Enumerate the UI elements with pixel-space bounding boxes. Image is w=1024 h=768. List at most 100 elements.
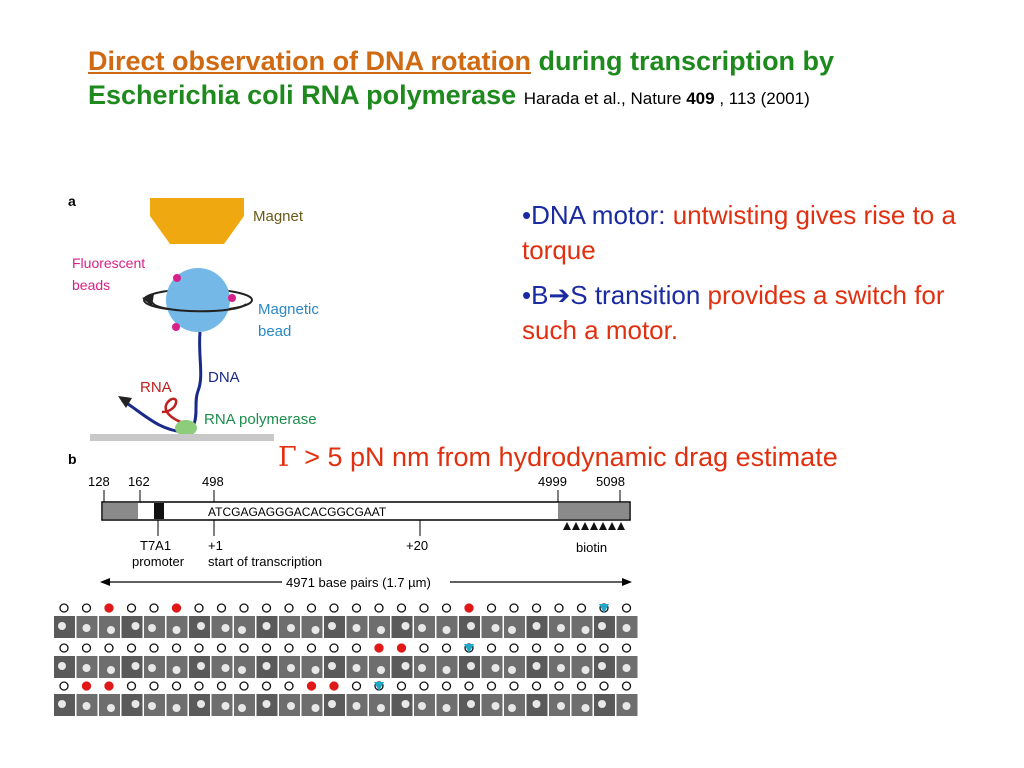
position-5098: 5098 — [596, 474, 625, 489]
bead-spot — [401, 622, 410, 630]
bead-spot — [172, 704, 181, 712]
rotation-marker-icon — [351, 603, 362, 613]
rotation-marker-icon — [486, 643, 497, 653]
rotation-marker-icon — [284, 681, 294, 691]
fluorescence-frame — [571, 656, 593, 678]
biotin-markers — [563, 522, 625, 530]
rotation-marker-icon — [576, 681, 587, 691]
bead-spot — [82, 624, 91, 632]
bead-spot — [238, 666, 246, 674]
cyan-marker-icon — [374, 682, 384, 691]
rotation-marker-icon — [464, 681, 474, 691]
bullet-text: provides a switch for such a motor. — [522, 280, 945, 345]
bead-spot — [508, 666, 516, 674]
rotation-marker-icon — [261, 643, 272, 653]
citation-volume: 409 — [686, 89, 715, 108]
rotation-marker-icon — [59, 643, 69, 653]
rotation-marker-icon — [599, 643, 609, 653]
bead-spot — [311, 666, 320, 674]
bead-spot — [131, 622, 140, 630]
rotation-marker-icon — [396, 643, 407, 653]
citation: Harada et al., Nature 409 , 113 (2001) — [524, 89, 810, 108]
cyan-marker-icon — [464, 644, 474, 653]
fluorescent-bead — [172, 323, 180, 331]
bullet-dna-motor: •DNA motor: untwisting gives rise to a t… — [522, 198, 992, 268]
bead-spot — [148, 624, 156, 632]
bead-spot — [311, 626, 320, 634]
bead-spot — [352, 624, 361, 632]
rotation-marker-icon — [419, 603, 429, 613]
bead-spot — [557, 624, 565, 632]
bead-spot — [287, 664, 295, 672]
rotation-marker-icon — [81, 643, 92, 653]
bead-spot — [221, 624, 230, 632]
bead-spot — [581, 666, 590, 674]
fluorescence-frame — [571, 616, 593, 638]
dna-arrow-head — [118, 396, 132, 408]
bead-spot — [131, 700, 140, 708]
bead-spot — [377, 666, 385, 674]
bead-spot — [377, 626, 385, 634]
bead-spot — [328, 622, 336, 630]
rotation-marker-icon — [194, 681, 204, 691]
rotation-marker-icon — [216, 681, 227, 691]
bullet-prefix: •DNA motor: — [522, 200, 673, 230]
bead-spot — [418, 664, 426, 672]
rotation-marker-icon — [509, 603, 519, 613]
start-of-transcription-label: +1 start of transcription — [208, 538, 322, 569]
bead-spot — [148, 664, 156, 672]
bead-spot — [238, 626, 246, 634]
fluorescent-bead — [228, 294, 236, 302]
rotation-marker-icon — [621, 603, 632, 613]
arrow-icon: ➔ — [548, 280, 571, 310]
bead-spot — [58, 700, 66, 708]
rotation-marker-icon — [126, 681, 137, 691]
bead-spot — [598, 700, 606, 708]
rotation-marker-icon — [81, 681, 92, 691]
bead-spot — [262, 662, 271, 670]
bead-spot — [491, 702, 500, 710]
bead-spot — [82, 664, 91, 672]
bead-spot — [598, 662, 606, 670]
bead-spot — [172, 626, 181, 634]
t7a1-promoter-box — [154, 503, 164, 519]
bead-spot — [262, 622, 271, 630]
magnet-shape — [150, 198, 244, 244]
bead-spot — [352, 664, 361, 672]
rotation-marker-icon — [59, 681, 69, 691]
rotation-marker-icon — [171, 681, 182, 691]
title-rest: during transcription by Escherichia coli… — [88, 46, 835, 110]
rotation-marker-icon — [306, 603, 317, 613]
rotation-marker-icon — [194, 643, 204, 653]
rotation-marker-icon — [149, 603, 159, 613]
rotation-marker-icon — [554, 643, 564, 653]
dna-label: DNA — [208, 369, 240, 386]
rotation-marker-icon — [104, 643, 114, 653]
bead-spot — [491, 664, 500, 672]
rna-label: RNA — [140, 379, 172, 396]
rotation-marker-icon — [306, 681, 317, 691]
bead-spot — [622, 664, 631, 672]
bead-spot — [197, 622, 205, 630]
rotation-marker-icon — [171, 603, 182, 613]
bead-spot — [82, 702, 91, 710]
bead-spot — [287, 624, 295, 632]
title-link[interactable]: Direct observation of DNA rotation — [88, 46, 532, 76]
rotation-marker-icon — [509, 643, 519, 653]
bead-spot — [262, 700, 271, 708]
bead-spot — [508, 626, 516, 634]
rotation-marker-icon — [239, 643, 249, 653]
bullet-text: untwisting gives rise to a torque — [522, 200, 956, 265]
rotation-marker-icon — [149, 681, 159, 691]
gamma-symbol: Γ — [278, 442, 297, 473]
bead-spot — [581, 704, 590, 712]
rotation-marker-icon — [374, 603, 384, 613]
rotation-marker-icon — [621, 681, 632, 691]
rotation-marker-icon — [531, 643, 542, 653]
bead-spot — [197, 662, 205, 670]
rotation-marker-icon — [441, 643, 452, 653]
rotation-marker-icon — [554, 603, 564, 613]
rotation-marker-icon — [126, 603, 137, 613]
bead-spot — [58, 662, 66, 670]
bullet-bs-transition: •B➔S transition provides a switch for su… — [522, 278, 992, 348]
